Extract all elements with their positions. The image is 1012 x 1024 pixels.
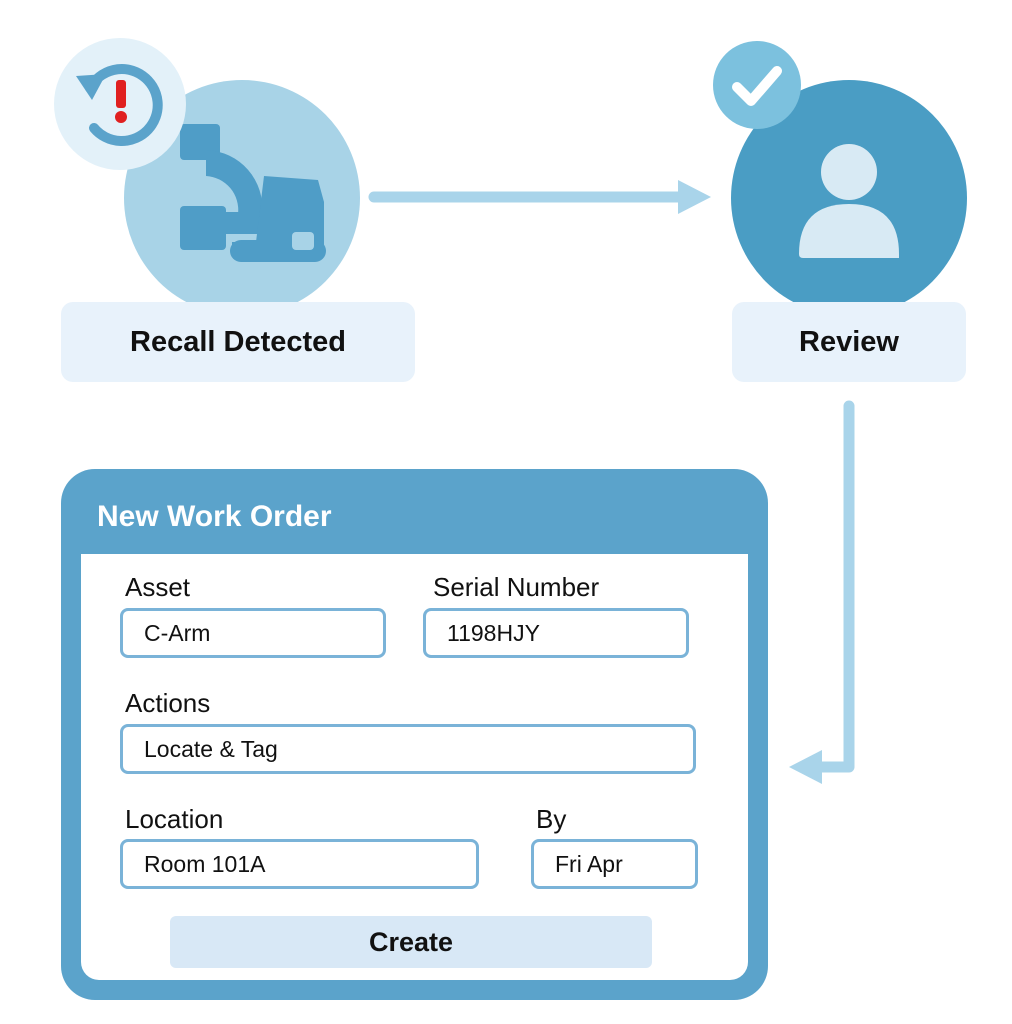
asset-label: Asset	[125, 572, 191, 602]
arrow-review-to-work-order	[789, 400, 855, 784]
actions-label: Actions	[125, 688, 211, 718]
check-icon	[732, 66, 782, 106]
serial-number-label: Serial Number	[433, 572, 600, 602]
serial-number-input[interactable]: 1198HJY	[423, 608, 689, 658]
step-label-text: Review	[799, 325, 899, 358]
create-button[interactable]: Create	[170, 916, 652, 968]
step-label-recall-detected: Recall Detected	[61, 302, 415, 382]
actions-input[interactable]: Locate & Tag	[120, 724, 696, 774]
card-title: New Work Order	[97, 500, 332, 533]
step-label-review: Review	[732, 302, 966, 382]
step-label-text: Recall Detected	[130, 325, 346, 358]
by-label: By	[536, 804, 567, 834]
user-icon	[799, 144, 899, 258]
asset-input[interactable]: C-Arm	[120, 608, 386, 658]
location-input[interactable]: Room 101A	[120, 839, 479, 889]
check-badge	[713, 41, 801, 129]
arrow-recall-to-review	[368, 180, 711, 214]
c-arm-device-icon	[180, 124, 326, 262]
by-date-input[interactable]: Fri Apr	[531, 839, 698, 889]
recall-alert-icon	[76, 64, 163, 146]
location-label: Location	[125, 804, 224, 834]
recall-badge	[54, 38, 186, 170]
